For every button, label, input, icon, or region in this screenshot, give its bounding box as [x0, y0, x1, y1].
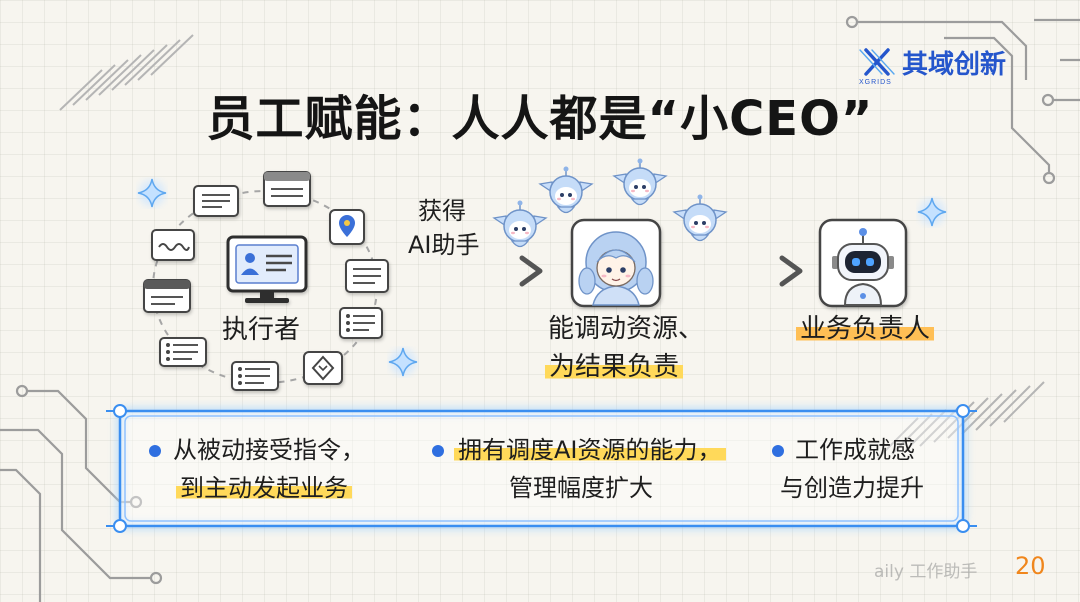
- robot-icon: [818, 218, 908, 308]
- ai-assistant-mascot-icon: [538, 166, 594, 214]
- middle-role-line2: 为结果负责: [545, 354, 684, 380]
- browser-card-icon: [143, 279, 191, 313]
- brand-name: 其域创新: [902, 50, 1007, 80]
- transition-label-line1: 获得: [418, 197, 466, 225]
- arrow-right-icon: [681, 255, 803, 287]
- benefit-3-line2: 与创造力提升: [780, 474, 924, 502]
- hatch-decoration-top-left: [59, 34, 194, 111]
- page-number: 20: [1015, 552, 1046, 580]
- middle-role-line1: 能调动资源、: [548, 314, 705, 344]
- brand-logo-text: XGRIDS: [859, 79, 892, 86]
- ai-assistant-mascot-icon: [492, 200, 548, 248]
- text-document-card-icon: [193, 185, 239, 217]
- benefits-panel: [106, 404, 977, 533]
- end-role-label: 业务负责人: [796, 316, 935, 342]
- location-pin-card-icon: [329, 209, 365, 245]
- list-card-icon: [159, 337, 207, 367]
- benefit-2-line2: 管理幅度扩大: [509, 474, 653, 502]
- start-role-label: 执行者: [222, 315, 301, 345]
- notes-card-icon: [345, 259, 389, 293]
- circuit-decoration-bottom-left: [0, 384, 163, 602]
- diamond-card-icon: [303, 351, 343, 385]
- sparkle-icon: [137, 178, 167, 208]
- bullet-dot: [772, 445, 784, 457]
- arrow-right-icon: [409, 255, 543, 287]
- sparkle-icon: [388, 347, 418, 377]
- window-card-icon: [263, 171, 311, 207]
- monitor-profile-icon: [226, 235, 308, 303]
- bullet-dot: [432, 445, 444, 457]
- ai-assistant-mascot-icon: [672, 194, 728, 242]
- circuit-decoration-top-right: [845, 15, 1080, 185]
- transition-label-line2: AI助手: [408, 231, 480, 259]
- benefit-3-line1: 工作成就感: [795, 436, 915, 464]
- ai-assistant-mascot-icon: [612, 158, 668, 206]
- employee-portrait-icon: [570, 218, 662, 308]
- xgrids-logo-icon: [859, 48, 895, 76]
- benefit-1-line2: 到主动发起业务: [176, 476, 352, 500]
- bullet-dot: [149, 445, 161, 457]
- benefit-1-line1: 从被动接受指令，: [173, 436, 365, 464]
- sparkle-icon: [917, 197, 947, 227]
- list-card-icon: [231, 361, 279, 391]
- benefit-2-line1: 拥有调度AI资源的能力，: [454, 438, 726, 462]
- page-title: 员工赋能：人人都是“小CEO”: [206, 91, 874, 147]
- chart-wave-card-icon: [151, 229, 195, 261]
- watermark: aily 工作助手: [874, 562, 978, 582]
- checklist-card-icon: [339, 307, 383, 339]
